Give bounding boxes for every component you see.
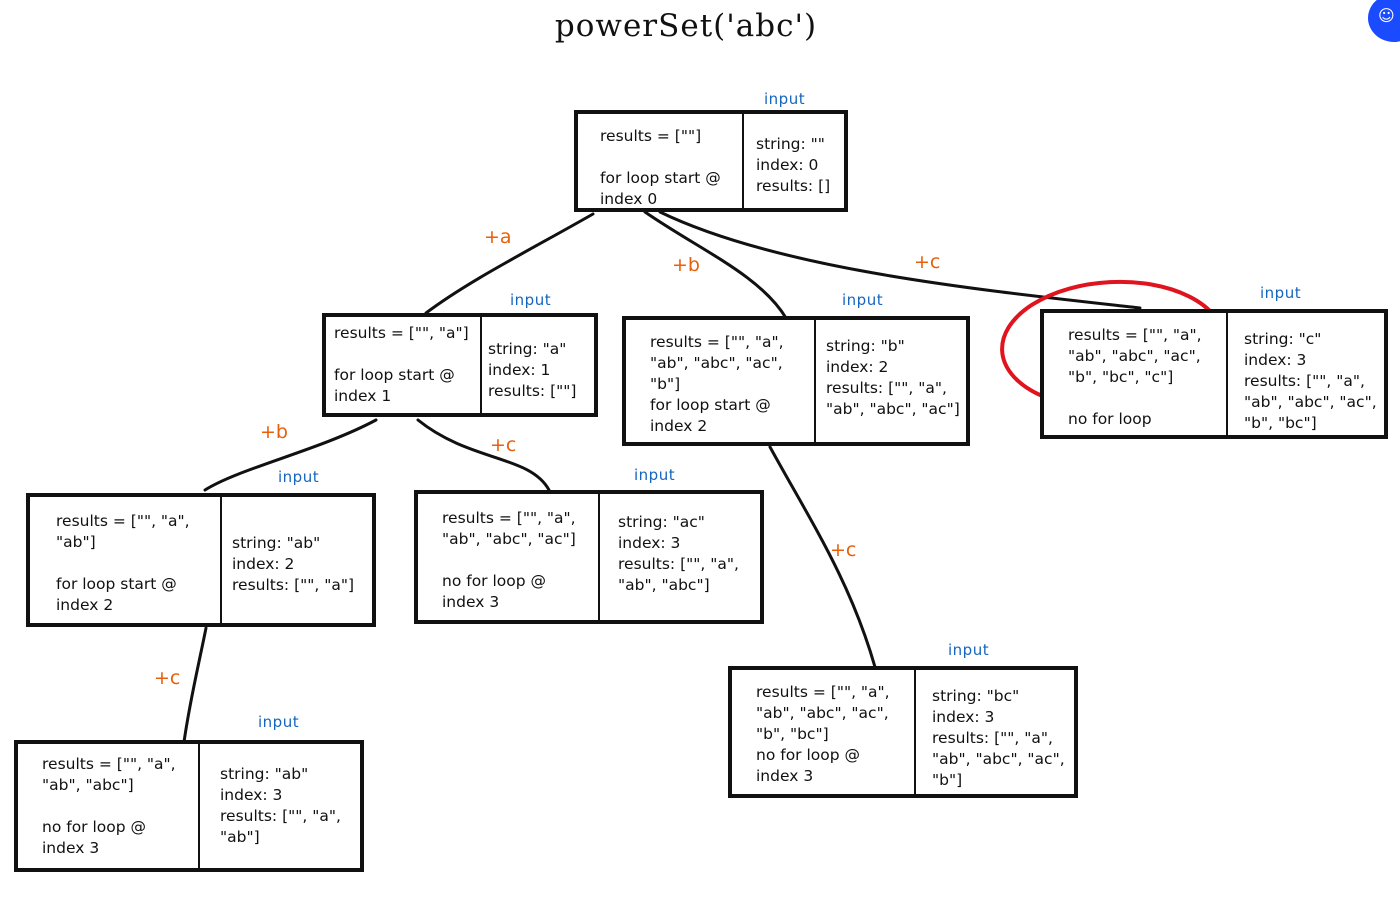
node-root: results = [""] for loop start @ index 0 …: [574, 110, 848, 212]
node-c-divider: [1226, 313, 1228, 435]
node-ab-divider: [220, 497, 222, 623]
node-a-divider: [480, 317, 482, 413]
node-abc-divider: [198, 744, 200, 868]
edge-label-b-bc: +c: [830, 539, 857, 561]
node-c-results: results = ["", "a", "ab", "abc", "ac", "…: [1068, 326, 1202, 428]
node-ac-results: results = ["", "a", "ab", "abc", "ac"] n…: [442, 509, 576, 611]
edge-a-ab: [203, 418, 378, 492]
node-bc-input: string: "bc" index: 3 results: ["", "a",…: [932, 687, 1065, 789]
page-title: powerSet('abc'): [554, 8, 818, 44]
node-ac-divider: [598, 494, 600, 620]
node-abc: results = ["", "a", "ab", "abc"] no for …: [14, 740, 364, 872]
node-abc-input: string: "ab" index: 3 results: ["", "a",…: [220, 765, 341, 846]
node-root-input: string: "" index: 0 results: []: [756, 135, 831, 195]
edge-label-ab-abc: +c: [154, 667, 181, 689]
node-c-input: string: "c" index: 3 results: ["", "a", …: [1244, 330, 1377, 432]
edge-a-ac: [416, 418, 551, 492]
node-ab-input: string: "ab" index: 2 results: ["", "a"]: [232, 534, 355, 594]
node-a-results: results = ["", "a"] for loop start @ ind…: [334, 324, 469, 405]
node-ac: results = ["", "a", "ab", "abc", "ac"] n…: [414, 490, 764, 624]
input-label-c: input: [1260, 284, 1302, 302]
input-label-ac: input: [634, 466, 676, 484]
node-b-input: string: "b" index: 2 results: ["", "a", …: [826, 337, 960, 418]
edge-label-root-c: +c: [914, 251, 941, 273]
node-bc: results = ["", "a", "ab", "abc", "ac", "…: [728, 666, 1078, 798]
edge-root-b: [643, 210, 788, 320]
node-a: results = ["", "a"] for loop start @ ind…: [322, 313, 598, 417]
node-abc-results: results = ["", "a", "ab", "abc"] no for …: [42, 755, 176, 857]
edge-root-c: [658, 210, 1142, 310]
node-a-input: string: "a" index: 1 results: [""]: [488, 340, 577, 400]
input-label-b: input: [842, 291, 884, 309]
input-label-root: input: [764, 90, 806, 108]
node-c: results = ["", "a", "ab", "abc", "ac", "…: [1040, 309, 1388, 439]
input-label-a: input: [510, 291, 552, 309]
node-bc-divider: [914, 670, 916, 794]
node-root-results: results = [""] for loop start @ index 0: [600, 127, 721, 208]
node-ac-input: string: "ac" index: 3 results: ["", "a",…: [618, 513, 739, 594]
input-label-abc: input: [258, 713, 300, 731]
input-label-ab: input: [278, 468, 320, 486]
node-b-divider: [814, 320, 816, 442]
edge-label-a-ac: +c: [490, 434, 517, 456]
edge-ab-abc: [182, 626, 208, 744]
node-ab: results = ["", "a", "ab"] for loop start…: [26, 493, 376, 627]
user-icon: ☺: [1378, 6, 1395, 25]
edge-b-bc: [768, 445, 877, 669]
edge-label-a-ab: +b: [260, 421, 288, 443]
edge-root-a: [424, 212, 595, 315]
node-ab-results: results = ["", "a", "ab"] for loop start…: [56, 512, 190, 614]
node-bc-results: results = ["", "a", "ab", "abc", "ac", "…: [756, 683, 890, 785]
node-root-divider: [742, 114, 744, 208]
node-b: results = ["", "a", "ab", "abc", "ac", "…: [622, 316, 970, 446]
input-label-bc: input: [948, 641, 990, 659]
edge-label-root-b: +b: [672, 254, 700, 276]
edge-label-root-a: +a: [484, 226, 512, 248]
node-b-results: results = ["", "a", "ab", "abc", "ac", "…: [650, 333, 784, 435]
